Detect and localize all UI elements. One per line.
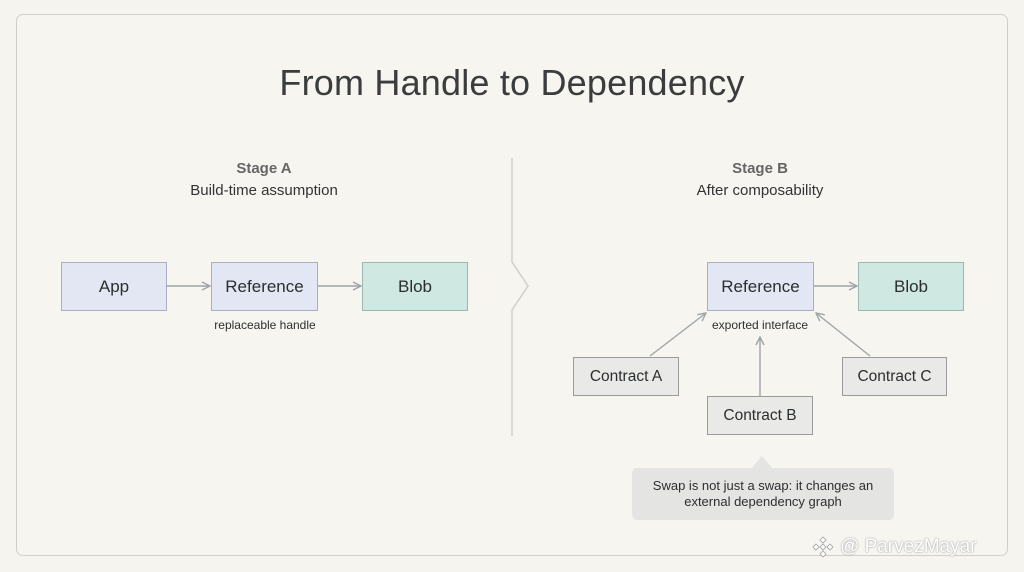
node-contract-a: Contract A: [573, 357, 679, 396]
stage-a-label: Stage A: [236, 160, 292, 177]
callout-pointer: [752, 456, 772, 468]
caption-exported-interface: exported interface: [711, 318, 809, 332]
callout-text: Swap is not just a swap: it changes an e…: [652, 478, 874, 509]
arrow-contract-a-to-reference: [649, 313, 706, 357]
diagram-card: [16, 14, 1008, 556]
watermark-logo-icon: [812, 536, 834, 558]
node-blob-b: Blob: [858, 262, 964, 311]
arrow-contract-c-to-reference: [816, 313, 871, 357]
node-app: App: [61, 262, 167, 311]
watermark-text: @ ParvezMayar: [840, 536, 977, 557]
caption-replaceable-handle: replaceable handle: [214, 318, 316, 332]
stage-a-subtitle: Build-time assumption: [190, 182, 338, 199]
node-contract-c: Contract C: [842, 357, 947, 396]
node-reference-a: Reference: [211, 262, 318, 311]
stage-b-label: Stage B: [732, 160, 788, 177]
node-blob-a: Blob: [362, 262, 468, 311]
stage-divider: [511, 158, 529, 436]
callout-note: Swap is not just a swap: it changes an e…: [632, 468, 894, 520]
node-contract-b: Contract B: [707, 396, 813, 435]
node-reference-b: Reference: [707, 262, 814, 311]
page-title: From Handle to Dependency: [279, 62, 745, 103]
stage-b-subtitle: After composability: [696, 182, 824, 199]
watermark: @ ParvezMayar: [812, 536, 977, 558]
